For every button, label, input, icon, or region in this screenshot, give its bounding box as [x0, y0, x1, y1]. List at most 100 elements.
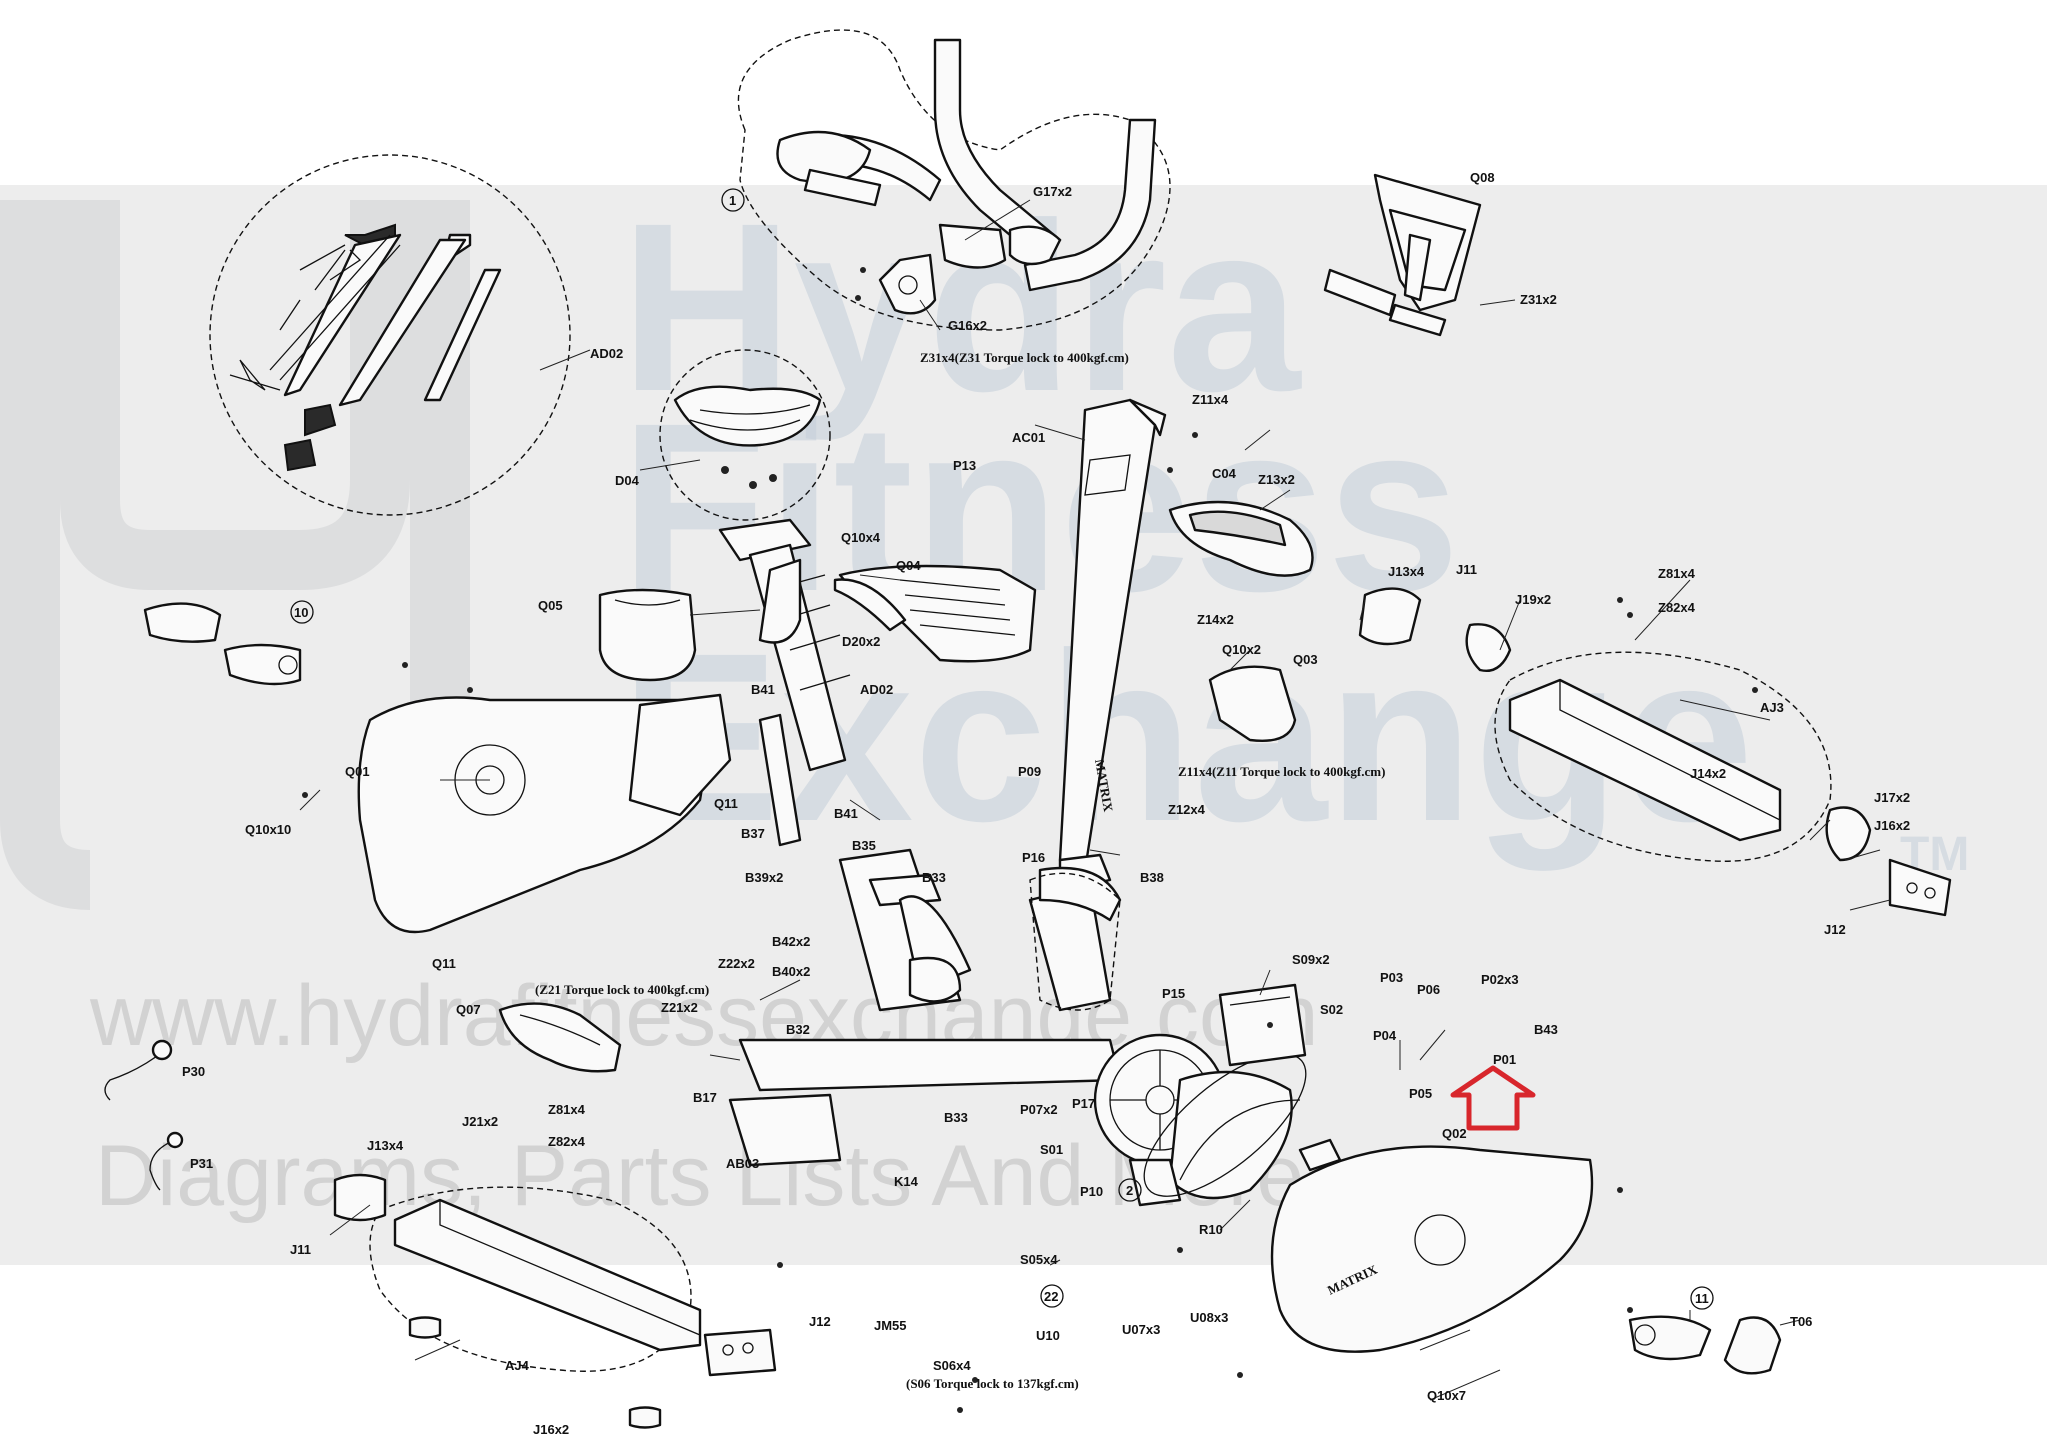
seat-post [718, 518, 851, 847]
label-s05x4: S05x4 [1020, 1252, 1058, 1267]
label-j11-left: J11 [290, 1242, 311, 1257]
handlebar-assembly [737, 29, 1171, 331]
label-g17x2: G17x2 [1033, 184, 1072, 199]
label-ab03: AB03 [726, 1156, 759, 1171]
label-j14x2: J14x2 [1690, 766, 1726, 781]
label-z31x2: Z31x2 [1520, 292, 1557, 307]
label-s01: S01 [1040, 1142, 1063, 1157]
pedal-right [1628, 1315, 1782, 1375]
rear-stabilizer-aj3 [1358, 587, 1952, 917]
label-aj4: AJ4 [505, 1358, 530, 1373]
label-p04: P04 [1373, 1028, 1397, 1043]
label-q11-mid: Q11 [714, 796, 738, 811]
label-p07x2: P07x2 [1020, 1102, 1058, 1117]
label-z12x4: Z12x4 [1168, 802, 1206, 817]
label-q08: Q08 [1470, 170, 1495, 185]
watermark-tagline: Diagrams, Parts Lists And More [95, 1128, 1304, 1224]
q08-bracket [1323, 173, 1482, 337]
label-b17: B17 [693, 1090, 717, 1105]
svg-text:10: 10 [294, 605, 308, 620]
callouts: 1 10 2 22 11 [290, 188, 1714, 1310]
label-z21-note: (Z21 Torque lock to 400kgf.cm) [535, 982, 709, 997]
label-b41-mid: B41 [834, 806, 858, 821]
callout-11: 11 [1690, 1286, 1714, 1310]
label-j13x4-right: J13x4 [1388, 564, 1425, 579]
label-d04: D04 [615, 473, 640, 488]
label-u10: U10 [1036, 1328, 1060, 1343]
label-s06x4: S06x4 [933, 1358, 971, 1373]
label-z81x4-right: Z81x4 [1658, 566, 1696, 581]
svg-text:22: 22 [1044, 1289, 1058, 1304]
label-z81x4-left: Z81x4 [548, 1102, 586, 1117]
label-j16x2-left: J16x2 [533, 1422, 569, 1437]
label-q11-low: Q11 [432, 956, 456, 971]
console-c04 [1168, 500, 1314, 577]
label-p13: P13 [953, 458, 976, 473]
label-jm55: JM55 [874, 1318, 907, 1333]
q07-cover [498, 1002, 622, 1073]
label-z13x2: Z13x2 [1258, 472, 1295, 487]
label-c04: C04 [1212, 466, 1237, 481]
label-j12-left: J12 [809, 1314, 831, 1329]
label-g16x2: G16x2 [948, 318, 987, 333]
label-b41-top: B41 [751, 682, 775, 697]
label-r10: R10 [1199, 1222, 1223, 1237]
label-b38: B38 [1140, 870, 1164, 885]
label-p16: P16 [1022, 850, 1045, 865]
callout-2: 2 [1118, 1178, 1142, 1202]
label-p10: P10 [1080, 1184, 1103, 1199]
label-q04: Q04 [896, 558, 921, 573]
label-z14x2: Z14x2 [1197, 612, 1234, 627]
label-p09: P09 [1018, 764, 1041, 779]
label-q07: Q07 [456, 1002, 481, 1017]
label-b42x2: B42x2 [772, 934, 810, 949]
label-ad02-mid: AD02 [860, 682, 893, 697]
label-u07x3: U07x3 [1122, 1322, 1160, 1337]
label-k14: K14 [894, 1174, 919, 1189]
main-column: MATRIX [1058, 398, 1167, 892]
label-q10x7: Q10x7 [1427, 1388, 1466, 1403]
ad02-detail [209, 154, 571, 516]
main-frame [728, 848, 1122, 1167]
label-ac01: AC01 [1012, 430, 1045, 445]
label-j13x4-left: J13x4 [367, 1138, 404, 1153]
label-p02x3: P02x3 [1481, 972, 1519, 987]
svg-text:11: 11 [1695, 1291, 1709, 1306]
callout-10: 10 [290, 600, 314, 624]
belt-r10 [1143, 1053, 1307, 1197]
label-b35: B35 [852, 838, 876, 853]
fasteners [302, 267, 1758, 1413]
label-b39x2: B39x2 [745, 870, 783, 885]
label-s02: S02 [1320, 1002, 1343, 1017]
label-q10x4-top: Q10x4 [841, 530, 881, 545]
label-j19x2: J19x2 [1515, 592, 1551, 607]
label-q10x2: Q10x2 [1222, 642, 1261, 657]
watermark-url: www.hydrafitnessexchange.com [89, 968, 1318, 1064]
right-shroud-q02: MATRIX [1270, 1138, 1594, 1353]
label-j16x2: J16x2 [1874, 818, 1910, 833]
label-b43: B43 [1534, 1022, 1558, 1037]
cables [104, 1039, 184, 1191]
leader-lines [299, 199, 1891, 1401]
label-j11-right: J11 [1456, 562, 1477, 577]
label-p01: P01 [1493, 1052, 1516, 1067]
label-z82x4-left: Z82x4 [548, 1134, 586, 1149]
label-p17: P17 [1072, 1096, 1095, 1111]
label-j21x2: J21x2 [462, 1114, 498, 1129]
label-q05: Q05 [538, 598, 563, 613]
label-p31: P31 [190, 1156, 213, 1171]
flywheel-assembly [1093, 1033, 1293, 1207]
label-b33-top: B33 [922, 870, 946, 885]
label-q01: Q01 [345, 764, 370, 779]
label-z11x4-top: Z11x4 [1192, 392, 1229, 407]
label-b40x2: B40x2 [772, 964, 810, 979]
label-p03: P03 [1380, 970, 1403, 985]
svg-text:1: 1 [729, 193, 736, 208]
label-u08x3: U08x3 [1190, 1310, 1228, 1325]
label-q10x10: Q10x10 [245, 822, 291, 837]
label-s09x2: S09x2 [1292, 952, 1330, 967]
label-aj3: AJ3 [1760, 700, 1784, 715]
label-ad02-top: AD02 [590, 346, 623, 361]
label-b32: B32 [786, 1022, 810, 1037]
